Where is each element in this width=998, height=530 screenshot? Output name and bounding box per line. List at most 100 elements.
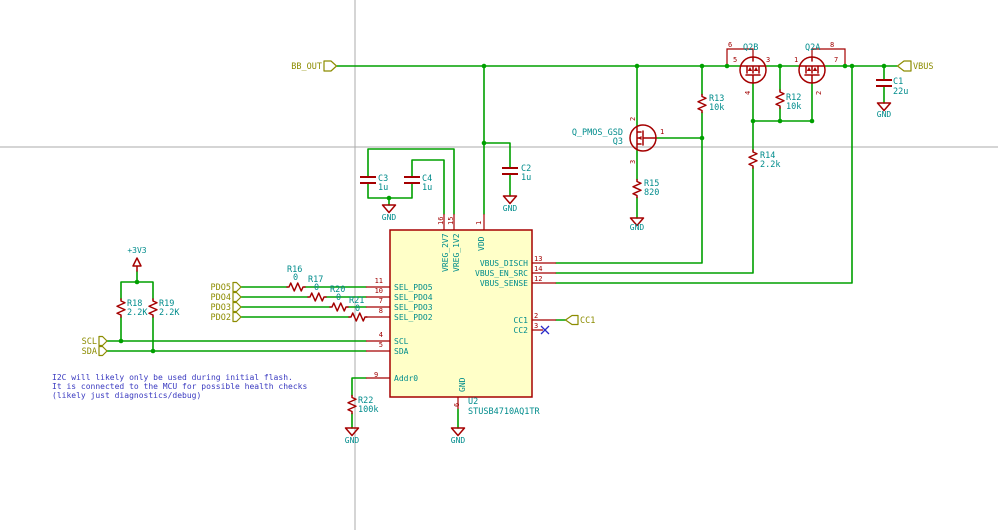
pin-name-sel-pdo4: SEL_PDO4 [394,293,433,302]
pdo3-label-shape [232,301,242,313]
r20-value[interactable]: 0 [336,293,341,303]
ic-u2-body[interactable] [389,229,533,398]
net-label-pdo4[interactable]: PDO4 [211,293,231,303]
r14-ref[interactable]: R14 [760,151,775,161]
pin-num-11: 11 [375,277,383,285]
r14-value[interactable]: 2.2k [760,160,780,170]
resistor-r13 [697,93,707,114]
note-line-2[interactable]: It is connected to the MCU for possible … [52,382,307,391]
q3-ref[interactable]: Q3 [613,137,623,147]
r15-value[interactable]: 820 [644,188,659,198]
note-line-1[interactable]: I2C will likely only be used during init… [52,373,293,382]
gnd-symbol [381,204,397,214]
pin-name-vdd: VDD [477,236,486,251]
mosfet-q2a[interactable] [798,56,826,84]
q3-label[interactable]: Q_PMOS_GSD [572,128,623,138]
r12-value[interactable]: 10k [786,102,801,112]
c1-ref[interactable]: C1 [893,77,903,87]
net-label-cc1[interactable]: CC1 [580,316,595,326]
r13-ref[interactable]: R13 [709,94,724,104]
q2a-ref[interactable]: Q2A [805,43,820,53]
sda-label-shape [98,345,108,357]
net-label-pdo2[interactable]: PDO2 [211,313,231,323]
net-label-bb-out[interactable]: BB_OUT [291,62,322,72]
gnd-text[interactable]: GND [345,436,360,445]
gnd-text[interactable]: GND [451,436,466,445]
c1-value[interactable]: 22u [893,87,908,97]
pin-name-vreg-1v2: VREG_1V2 [452,233,461,272]
q2b-pin-3: 3 [766,56,770,64]
pin-num-4: 4 [379,331,383,339]
resistor-r20 [329,302,349,312]
gnd-symbols[interactable] [344,102,892,437]
pin-num-10: 10 [375,287,383,295]
r16-ref[interactable]: R16 [287,265,302,275]
c4-value[interactable]: 1u [422,183,432,193]
q2b-ref[interactable]: Q2B [743,43,758,53]
pin-num-6: 6 [453,403,461,407]
capacitors[interactable] [360,79,892,184]
gnd-symbol [450,427,466,437]
r18-ref[interactable]: R18 [127,299,142,309]
net-label-scl[interactable]: SCL [82,337,97,347]
pin-num-1: 1 [475,221,483,225]
pin-num-14: 14 [534,265,542,273]
pin-name-scl: SCL [394,337,409,346]
pin-name-sda: SDA [394,347,409,356]
r19-value[interactable]: 2.2K [159,308,180,318]
r16-value[interactable]: 0 [293,273,298,283]
c2-value[interactable]: 1u [521,173,531,183]
gnd-text[interactable]: GND [503,204,518,213]
mosfet-q2b[interactable] [739,56,767,84]
u2-value[interactable]: STUSB4710AQ1TR [468,407,541,417]
net-label-pdo5[interactable]: PDO5 [211,283,231,293]
r15-ref[interactable]: R15 [644,179,659,189]
r22-value[interactable]: 100k [358,405,378,415]
pin-name-vreg-2v7: VREG_2V7 [441,233,450,272]
pdo2-label-shape [232,311,242,323]
resistors[interactable] [116,89,785,415]
power-3v3-text[interactable]: +3V3 [127,246,146,255]
r12-ref[interactable]: R12 [786,93,801,103]
pin-num-8: 8 [379,307,383,315]
r20-ref[interactable]: R20 [330,285,345,295]
c3-value[interactable]: 1u [378,183,388,193]
wires[interactable] [106,65,898,429]
mosfet-pin-loops [726,48,846,64]
u2-ref[interactable]: U2 [468,397,478,407]
resistor-r19 [148,298,158,318]
r22-ref[interactable]: R22 [358,396,373,406]
net-label-pdo3[interactable]: PDO3 [211,303,231,313]
c4-ref[interactable]: C4 [422,174,432,184]
mosfet-q3[interactable] [629,124,657,152]
pin-num-3: 3 [534,322,538,330]
q2a-pin-1: 1 [794,56,798,64]
gnd-text[interactable]: GND [877,110,892,119]
r21-value[interactable]: 0 [355,304,360,314]
gnd-text[interactable]: GND [382,213,397,222]
c3-ref[interactable]: C3 [378,174,388,184]
power-3v3-symbol[interactable] [132,257,142,272]
r17-ref[interactable]: R17 [308,275,323,285]
q2a-pin-8: 8 [830,41,834,49]
r13-value[interactable]: 10k [709,103,724,113]
r19-ref[interactable]: R19 [159,299,174,309]
r18-value[interactable]: 2.2K [127,308,148,318]
r21-ref[interactable]: R21 [349,296,364,306]
ic-pin-stubs [366,214,556,409]
pin-name-gnd: GND [458,377,467,392]
pin-name-sel-pdo3: SEL_PDO3 [394,303,433,312]
note-line-3[interactable]: (likely just diagnostics/debug) [52,391,201,400]
gnd-text[interactable]: GND [630,223,645,232]
r17-value[interactable]: 0 [314,283,319,293]
c2-ref[interactable]: C2 [521,164,531,174]
scl-label-shape [98,335,108,347]
gnd-symbol [502,195,518,205]
global-label-shapes [98,60,912,357]
pin-name-sel-pdo5: SEL_PDO5 [394,283,433,292]
net-label-sda[interactable]: SDA [82,347,97,357]
net-label-vbus[interactable]: VBUS [913,62,933,72]
